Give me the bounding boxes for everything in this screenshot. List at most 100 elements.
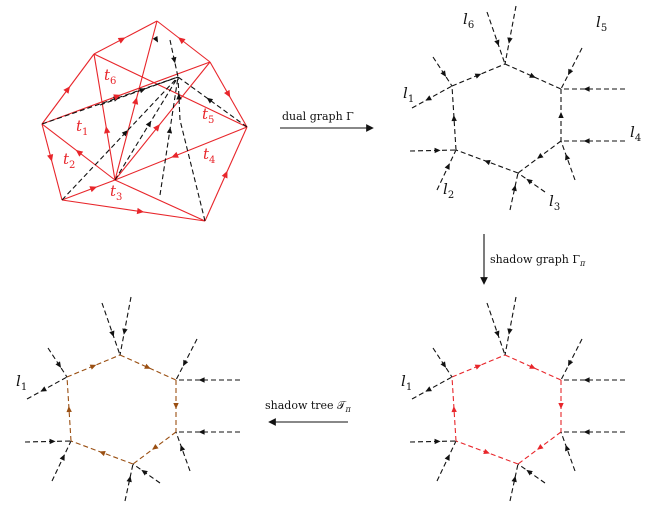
dual-cycle-arrowhead-1 bbox=[529, 72, 536, 78]
dual-cycle-arrowhead-2 bbox=[558, 112, 564, 118]
shadow-leg-arrowhead-4 bbox=[568, 359, 574, 367]
tree-leg-arrowhead-1 bbox=[55, 361, 62, 368]
tree-cycle-arrowhead-5 bbox=[66, 406, 72, 413]
shadow-cycle-arrowhead-1 bbox=[529, 363, 536, 369]
shadow-tree-panel bbox=[24, 296, 240, 502]
shadow-cycle-arrowhead-4 bbox=[483, 448, 490, 454]
dual-leg-arrowhead-3 bbox=[507, 37, 513, 44]
tree-cycle-arrowhead-2 bbox=[173, 403, 179, 409]
dual-cycle-arrowhead-4 bbox=[484, 160, 491, 166]
tree-leg-1 bbox=[47, 347, 68, 378]
tree-cycle-edge-1 bbox=[119, 354, 177, 381]
triangulation-panel: t6 t1 t5 t2 t4 t3 bbox=[41, 20, 248, 222]
shadow-cycle-arrowhead-2 bbox=[558, 403, 564, 409]
shadow-cycle-arrowhead-0 bbox=[474, 364, 482, 370]
dual-leg-arrowhead-7 bbox=[565, 153, 571, 161]
shadow-graph-caption: shadow graph Γπ bbox=[490, 253, 586, 268]
tree-leg-4 bbox=[175, 338, 198, 381]
shadow-cycle-arrowhead-5 bbox=[451, 406, 457, 413]
triangulation-edge-8 bbox=[93, 53, 116, 181]
triangulation-edge-arrowhead-11 bbox=[171, 151, 179, 158]
triangulation-edge-arrowhead-5 bbox=[47, 154, 54, 162]
triangulation-edge-arrowhead-9 bbox=[132, 97, 139, 105]
dual-path-arrowhead-top bbox=[152, 36, 159, 43]
dual-leg-arrowhead-1 bbox=[440, 70, 447, 77]
dual-leg-11 bbox=[436, 149, 457, 191]
dual-path-arrowhead-6 bbox=[171, 56, 177, 64]
triangulation-edge-arrowhead-0 bbox=[117, 37, 126, 44]
triangle-label-t3: t3 bbox=[110, 182, 122, 203]
triangulation-edge-arrowhead-12 bbox=[89, 186, 98, 193]
dual-leg-7 bbox=[560, 140, 576, 181]
shadow-leg-arrowhead-7 bbox=[565, 444, 571, 452]
shadow-leg-arrowhead-9 bbox=[526, 469, 533, 476]
shadow-graph-leg-label-l1: l1 bbox=[401, 372, 412, 393]
tree-leg-7 bbox=[175, 431, 191, 472]
triangulation-edge-arrowhead-6 bbox=[63, 86, 71, 94]
tree-cycle-arrowhead-4 bbox=[99, 451, 106, 457]
triangulation-edge-5 bbox=[41, 123, 63, 201]
dual-cycle-edge-1 bbox=[504, 63, 562, 90]
tree-leg-9 bbox=[132, 463, 161, 484]
dual-path-5-seg-0 bbox=[99, 76, 179, 106]
dual-leg-8 bbox=[509, 172, 519, 211]
dual-leg-arrowhead-10 bbox=[434, 147, 441, 154]
dual-path-3-seg-0 bbox=[159, 76, 179, 196]
shadow-leg-arrowhead-1 bbox=[440, 361, 447, 368]
shadow-leg-arrowhead-3 bbox=[507, 328, 513, 335]
dual-path-arrowhead-3 bbox=[166, 127, 173, 134]
shadow-leg-4 bbox=[560, 338, 583, 381]
triangulation-edge-15 bbox=[93, 53, 248, 128]
triangle-label-t2: t2 bbox=[63, 150, 75, 171]
triangulation-edge-12 bbox=[61, 179, 116, 201]
shadow-graph-panel bbox=[409, 296, 625, 502]
dual-leg-arrowhead-9 bbox=[526, 178, 533, 185]
triangulation-edge-arrowhead-8 bbox=[104, 126, 111, 134]
dual-cycle-arrowhead-3 bbox=[537, 153, 544, 159]
shadow-leg-arrowhead-2 bbox=[494, 330, 500, 338]
triangulation-edge-arrowhead-13 bbox=[113, 94, 121, 101]
shadow-cycle-arrowhead-3 bbox=[537, 444, 544, 450]
tree-leg-arrowhead-4 bbox=[183, 359, 189, 367]
tree-leg-11 bbox=[51, 440, 72, 482]
tree-leg-arrowhead-10 bbox=[49, 438, 56, 445]
shadow-cycle-edge-1 bbox=[504, 354, 562, 381]
dual-leg-arrowhead-0 bbox=[425, 95, 432, 101]
dual-leg-0 bbox=[411, 85, 453, 109]
dual-path-arrowhead-7 bbox=[206, 97, 214, 104]
shadow-leg-arrowhead-0 bbox=[425, 386, 432, 392]
dual-path-arrowhead-2 bbox=[145, 120, 152, 128]
shadow-leg-arrowhead-6 bbox=[583, 429, 590, 435]
tree-cycle-arrowhead-1 bbox=[144, 363, 151, 369]
shadow-leg-11 bbox=[436, 440, 457, 482]
dual-leg-arrowhead-5 bbox=[583, 86, 590, 92]
dual-leg-arrowhead-4 bbox=[568, 68, 574, 76]
dual-leg-3 bbox=[504, 5, 517, 65]
shadow-leg-arrowhead-8 bbox=[511, 475, 517, 483]
tree-leg-arrowhead-0 bbox=[40, 386, 47, 392]
tree-leg-arrowhead-9 bbox=[141, 469, 148, 476]
shadow-tree-leg-label-l1: l1 bbox=[16, 372, 27, 393]
dual-leg-4 bbox=[560, 47, 583, 90]
shadow-leg-8 bbox=[509, 463, 519, 502]
dual-cycle-arrowhead-5 bbox=[451, 115, 457, 122]
tree-cycle-arrowhead-3 bbox=[152, 444, 159, 450]
shadow-leg-0 bbox=[411, 376, 453, 400]
tree-leg-arrowhead-6 bbox=[198, 429, 205, 435]
tree-leg-arrowhead-7 bbox=[180, 444, 186, 452]
tree-cycle-arrowhead-0 bbox=[89, 364, 97, 370]
dual-path-arrowhead-5 bbox=[139, 88, 146, 94]
dual-leg-arrowhead-11 bbox=[444, 163, 450, 170]
triangulation-edge-13 bbox=[41, 61, 211, 125]
dual-leg-9 bbox=[517, 172, 546, 193]
triangulation-edge-14 bbox=[114, 179, 206, 222]
dual-graph-panel bbox=[409, 5, 625, 211]
triangulation-edge-arrows bbox=[47, 37, 231, 215]
tree-leg-10 bbox=[24, 440, 72, 443]
triangle-label-t1: t1 bbox=[76, 117, 88, 138]
shadow-graph-arrow: shadow graph Γπ bbox=[480, 234, 586, 285]
tree-leg-0 bbox=[26, 376, 68, 400]
shadow-leg-3 bbox=[504, 296, 517, 356]
tree-leg-arrowhead-8 bbox=[126, 475, 132, 483]
dual-path-1-seg-0 bbox=[61, 76, 179, 201]
